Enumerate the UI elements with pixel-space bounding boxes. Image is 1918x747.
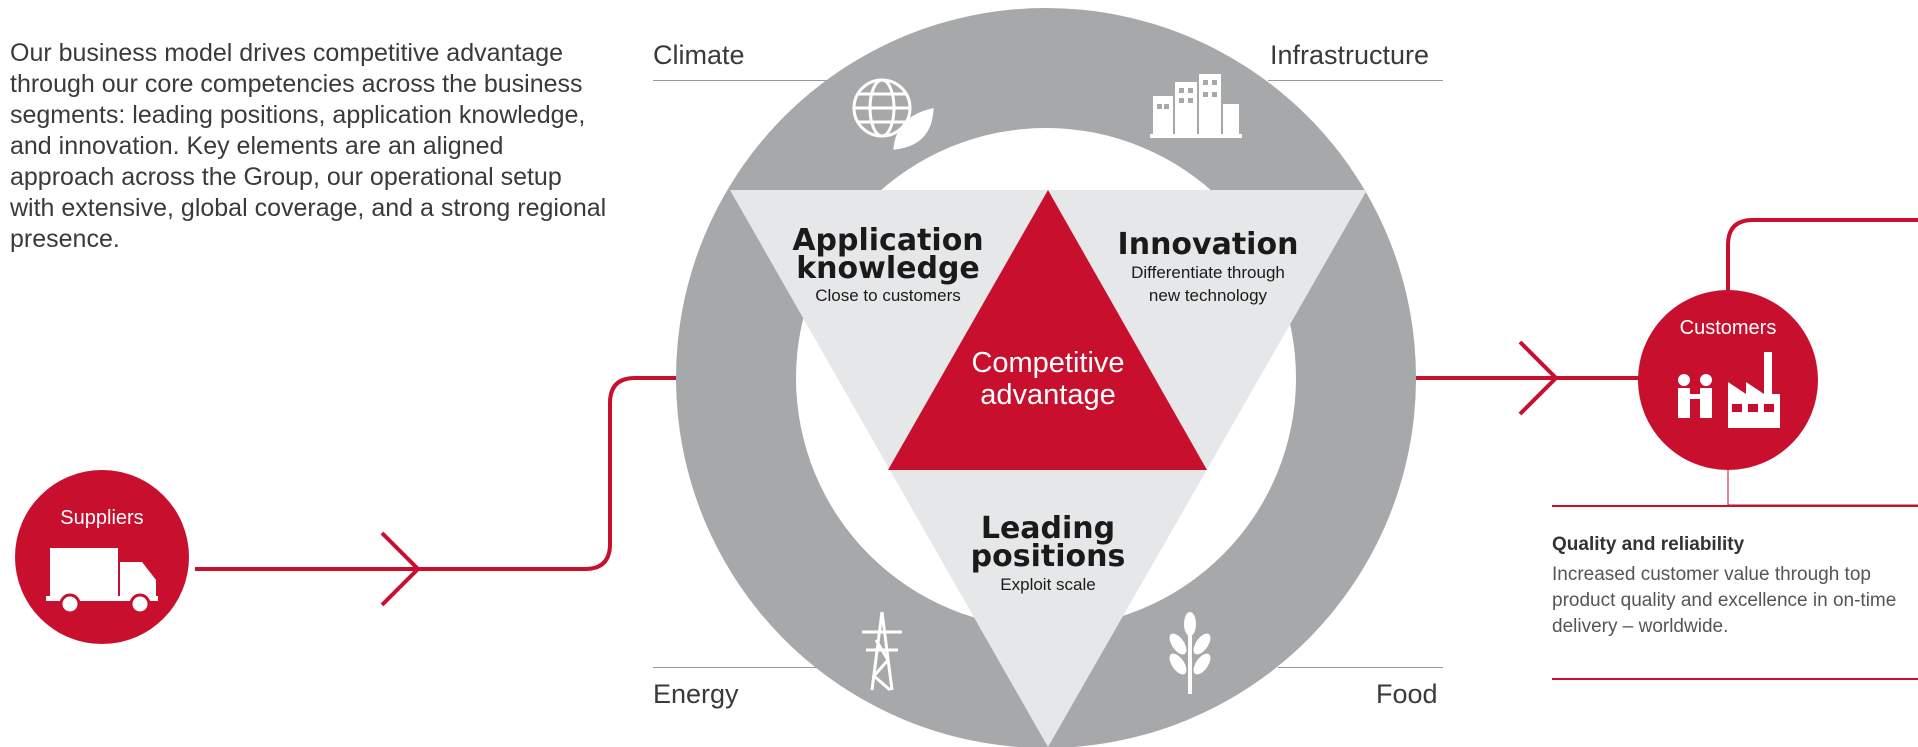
handshake-icon [1678,374,1712,418]
application-sub: Close to customers [815,286,961,305]
customers-label: Customers [1680,317,1777,339]
segment-food-label: Food [1376,679,1438,709]
leading-sub: Exploit scale [1000,575,1095,594]
center-triangle [888,190,1207,470]
suppliers-label: Suppliers [60,507,143,529]
application-title-2: knowledge [796,251,980,286]
quality-text: Increased customer value through top pro… [1552,564,1897,637]
supply-flow-line [195,376,690,607]
center-line-2: advantage [980,379,1115,411]
customer-flow-line [1400,218,1918,506]
application-title-1: Application [792,223,983,258]
quality-title: Quality and reliability [1552,534,1745,555]
segment-energy-label: Energy [653,679,739,709]
leading-title-2: positions [971,539,1126,574]
quality-bottom-rule [1552,678,1918,680]
wheat-icon [1169,612,1211,694]
power-pylon-icon [862,611,902,692]
segment-climate-label: Climate [653,40,745,70]
segment-infrastructure-rule [1268,80,1443,81]
globe-leaf-icon [852,78,934,150]
innovation-sub-1: Differentiate through [1131,263,1285,282]
center-line-1: Competitive [971,347,1124,379]
truck-icon [46,548,158,615]
buildings-icon [1150,74,1242,138]
innovation-title: Innovation [1118,227,1299,262]
innovation-sub-2: new technology [1149,286,1268,305]
factory-icon [1728,352,1780,428]
segment-energy-rule [653,667,818,668]
segment-food-rule [1278,667,1443,668]
segment-infrastructure-label: Infrastructure [1270,40,1430,70]
quality-top-rule [1552,505,1918,507]
intro-text: Our business model drives competitive ad… [10,39,607,253]
leading-title-1: Leading [981,511,1115,546]
segment-climate-rule [653,80,843,81]
